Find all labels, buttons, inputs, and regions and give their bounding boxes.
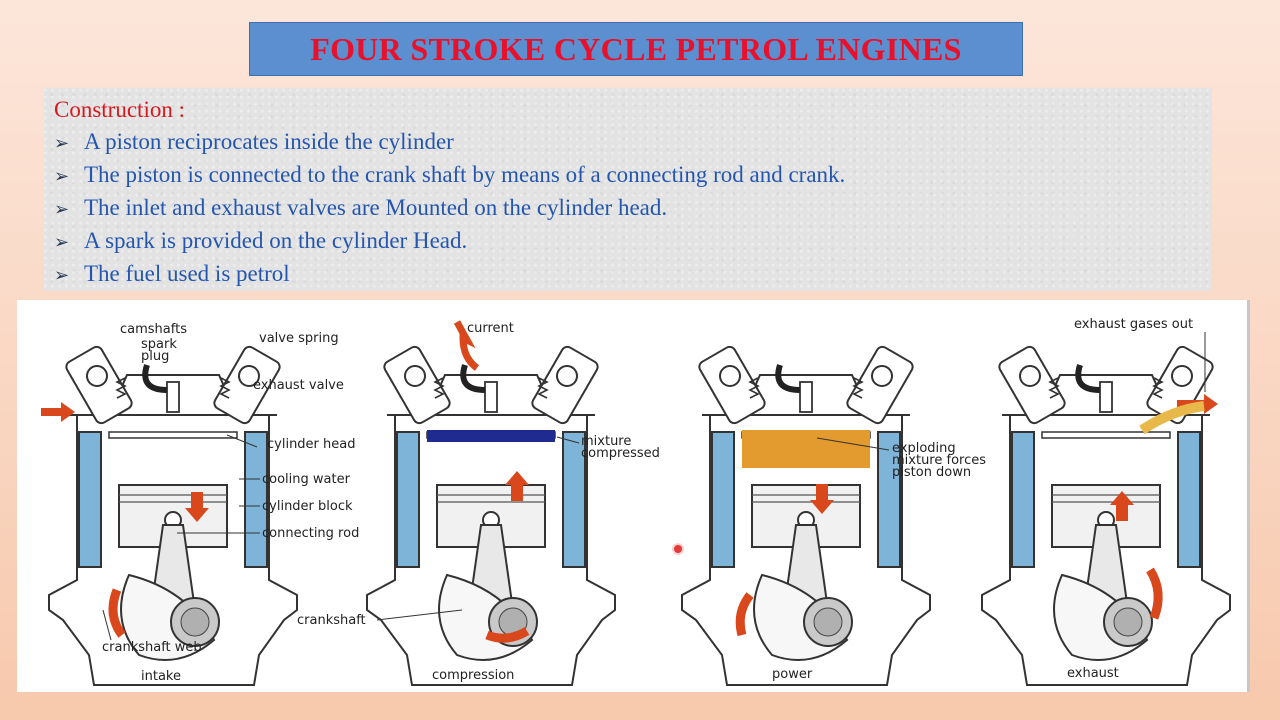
stroke-caption-exhaust: exhaust xyxy=(1067,666,1119,681)
leader-lines xyxy=(102,434,260,641)
label-cylinder-block: cylinder block xyxy=(262,499,353,514)
title-banner: FOUR STROKE CYCLE PETROL ENGINES xyxy=(249,22,1023,76)
engine-compression xyxy=(367,320,615,685)
construction-heading: Construction : xyxy=(54,97,185,122)
label-valve-spring: valve spring xyxy=(259,331,339,346)
arrowhead-bullet-icon: ➢ xyxy=(54,199,70,219)
label-crankshaft: crankshaft xyxy=(297,613,366,628)
stroke-caption-intake: intake xyxy=(141,669,181,684)
label-piston-down: piston down xyxy=(892,465,971,480)
stroke-caption-power: power xyxy=(772,667,813,682)
bullet-item: ➢ The inlet and exhaust valves are Mounte… xyxy=(54,192,1202,225)
label-spark: spark xyxy=(141,337,177,352)
bullet-text: The inlet and exhaust valves are Mounted… xyxy=(84,195,668,220)
construction-notes: Construction : ➢ A piston reciprocates in… xyxy=(44,88,1212,291)
label-camshafts: camshafts xyxy=(120,322,187,337)
bullet-item: ➢ A piston reciprocates inside the cylind… xyxy=(54,126,1202,159)
label-exploding: exploding xyxy=(892,441,956,456)
bullet-item: ➢ The piston is connected to the crank sh… xyxy=(54,159,1202,192)
bullet-item: ➢ The fuel used is petrol xyxy=(54,258,1202,291)
label-exhaust-valve: exhaust valve xyxy=(253,378,344,393)
label-mixture-forces: mixture forces xyxy=(892,453,986,468)
bullet-text: A spark is provided on the cylinder Head… xyxy=(84,228,468,253)
stroke-caption-compression: compression xyxy=(432,668,514,683)
label-crankshaft-web: crankshaft web xyxy=(102,640,202,655)
four-stroke-diagram: camshafts spark plug valve spring exhaus… xyxy=(41,317,1247,692)
label-mixture: mixture xyxy=(581,434,631,449)
label-connecting-rod: connecting rod xyxy=(262,526,359,541)
label-compressed: compressed xyxy=(581,446,660,461)
bullet-text: The fuel used is petrol xyxy=(84,261,290,286)
engine-intake xyxy=(41,345,297,685)
arrowhead-bullet-icon: ➢ xyxy=(54,166,70,186)
pointer-dot xyxy=(672,543,684,555)
bullet-text: The piston is connected to the crank sha… xyxy=(84,162,846,187)
arrowhead-bullet-icon: ➢ xyxy=(54,232,70,252)
label-exhaust-gases: exhaust gases out xyxy=(1074,317,1193,332)
engine-exhaust xyxy=(982,345,1230,685)
page-title: FOUR STROKE CYCLE PETROL ENGINES xyxy=(310,30,962,67)
bullet-item: ➢ A spark is provided on the cylinder Hea… xyxy=(54,225,1202,258)
label-current: current xyxy=(467,321,514,336)
label-cylinder-head: cylinder head xyxy=(267,437,356,452)
engine-diagram-panel: camshafts spark plug valve spring exhaus… xyxy=(17,300,1250,692)
arrowhead-bullet-icon: ➢ xyxy=(54,265,70,285)
label-plug: plug xyxy=(141,349,169,364)
label-cooling-water: cooling water xyxy=(262,472,351,487)
arrowhead-bullet-icon: ➢ xyxy=(54,133,70,153)
bullet-text: A piston reciprocates inside the cylinde… xyxy=(84,129,454,154)
engine-power xyxy=(682,345,930,685)
